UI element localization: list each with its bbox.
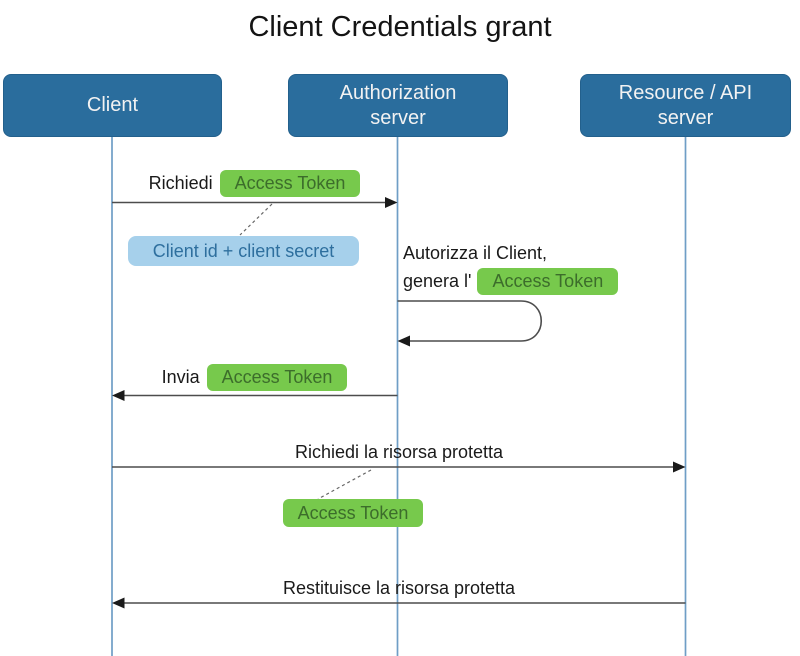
access-token-badge: Access Token [206,363,348,391]
diagram-title: Client Credentials grant [248,11,552,43]
actor-authorization-server: Authorization server [288,74,508,137]
self-loop-authorize [397,300,543,342]
dashed-connector-access-token [317,469,372,500]
message-request-token-text: Richiedi [148,172,213,193]
access-token-badge: Access Token [283,499,423,527]
access-token-badge: Access Token [477,268,619,295]
actor-client-label: Client [86,94,139,116]
access-token-badge: Access Token [219,169,361,197]
access-token-badge-text: Access Token [297,502,409,523]
message-authorize-line1: Autorizza il Client, [403,243,548,263]
actor-resource-api-server-label: Resource / API server [618,81,753,129]
note-client-credentials-text: Client id + client secret [152,240,335,261]
message-authorize-line2: genera l' Access Token [403,268,619,295]
message-send-token-text: Invia [161,366,200,387]
actor-authorization-server-label: Authorization server [339,81,457,129]
actor-resource-api-server: Resource / API server [580,74,791,137]
message-return-resource: Restituisce la risorsa protetta [282,578,516,598]
arrowhead-return-resource [112,597,125,609]
note-client-credentials: Client id + client secret [128,236,359,266]
dashed-connector-note [239,203,273,236]
arrowhead-send-token [112,390,125,401]
message-send-token: Invia Access Token [112,362,397,392]
arrowhead-request-resource [673,461,686,473]
message-request-token: Richiedi Access Token [112,168,397,198]
actor-client: Client [3,74,222,137]
message-request-resource: Richiedi la risorsa protetta [294,442,504,462]
message-authorize-client: Autorizza il Client, genera l' Access To… [403,243,619,295]
arrowhead-self-loop [397,335,410,347]
arrowhead-request-token [385,197,398,208]
message-authorize-line2-text: genera l' [403,271,472,291]
